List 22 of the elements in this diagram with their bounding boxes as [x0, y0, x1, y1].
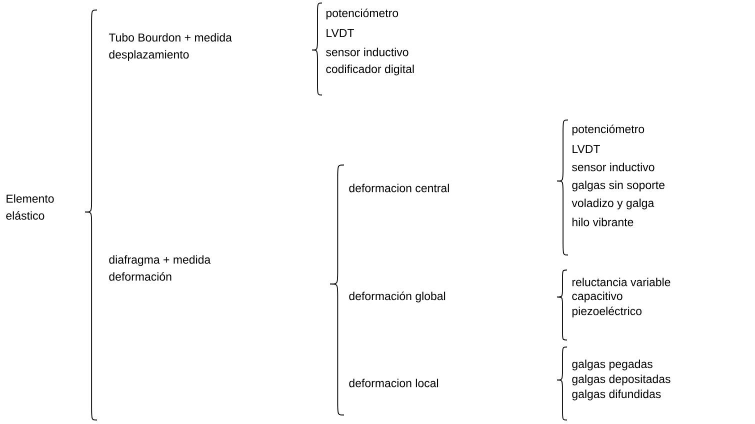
item-text: piezoeléctrico: [572, 306, 642, 318]
item-text: voladizo y galga: [572, 198, 654, 210]
item-text: codificador digital: [326, 64, 414, 76]
item-text: sensor inductivo: [326, 48, 408, 56]
item-text: galgas sin soporte: [572, 180, 664, 192]
item-text: LVDT: [326, 29, 354, 37]
item-text: galgas pegadas: [572, 360, 652, 370]
item-text: deformacion central: [349, 184, 449, 192]
item-text: Elemento elástico: [6, 194, 54, 220]
item-text: potenciómetro: [326, 8, 398, 20]
item-text: sensor inductivo: [572, 162, 654, 172]
item-text: galgas depositadas: [572, 374, 670, 386]
item-text: potenciómetro: [572, 124, 644, 136]
item-text: deformacion local: [349, 378, 438, 388]
item-text: reluctancia variable: [572, 278, 670, 286]
item-text: LVDT: [572, 145, 600, 153]
item-text: capacitivo: [572, 292, 622, 302]
item-text: Tubo Bourdon + medida desplazamiento: [108, 33, 232, 61]
item-text: hilo vibrante: [572, 218, 634, 226]
item-text: deformación global: [349, 292, 446, 302]
item-text: galgas difundidas: [572, 390, 661, 400]
item-text: diafragma + medida deformación: [109, 255, 211, 281]
